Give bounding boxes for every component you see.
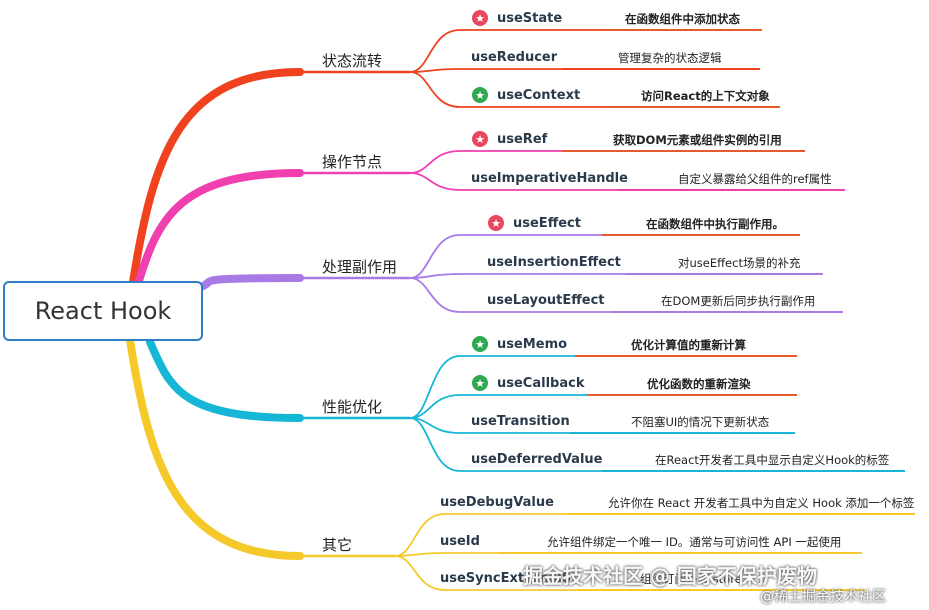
hook-3-2-connector [409,273,823,279]
branch-label-1[interactable]: 状态流转 [322,52,383,70]
hook-uselayouteffect[interactable]: useLayoutEffect [487,293,605,308]
branch-3-connector [196,274,410,291]
hook-desc: 组件订阅外部 store [640,572,742,586]
hook-4-1-connector [409,355,797,419]
hook-desc: 优化函数的重新渲染 [647,377,751,391]
hook-usestate[interactable]: useState [497,11,563,26]
hook-useref[interactable]: useRef [497,132,548,147]
hook-usedebugvalue[interactable]: useDebugValue [440,495,554,510]
hook-1-3-connector [409,71,780,108]
hook-usereducer[interactable]: useReducer [471,50,558,65]
hook-usedeferredvalue[interactable]: useDeferredValue [471,452,603,467]
watermark-main: 掘金技术社区 @ 国家不保护废物 [523,564,817,588]
hook-useimperativehandle[interactable]: useImperativeHandle [471,171,628,186]
branch-2-connector [134,169,410,288]
hook-useeffect[interactable]: useEffect [513,216,581,231]
green-star-badge-icon: ★ [472,375,488,391]
branch-label-2[interactable]: 操作节点 [322,153,383,171]
root-label: React Hook [34,297,172,325]
hook-1-1-connector [409,29,762,73]
red-star-badge-icon: ★ [472,131,488,147]
hook-desc: 允许组件绑定一个唯一 ID。通常与可访问性 API 一起使用 [547,535,842,549]
hook-usecallback[interactable]: useCallback [497,376,585,391]
branch-label-3[interactable]: 处理副作用 [322,258,398,276]
green-star-badge-icon: ★ [472,87,488,103]
branch-4-connector [146,338,410,422]
green-star-badge-icon: ★ [472,336,488,352]
hook-usesyncexternalst[interactable]: useSyncExternalSt [440,571,578,586]
hook-2-2-connector [409,172,845,191]
hook-usememo[interactable]: useMemo [497,337,568,352]
hook-3-1-connector [409,234,800,279]
branch-label-5[interactable]: 其它 [322,536,353,554]
hook-2-1-connector [409,150,805,174]
branch-label-4[interactable]: 性能优化 [322,398,383,416]
hook-5-2-connector [394,552,862,557]
red-star-badge-icon: ★ [472,10,488,26]
hook-desc: 在DOM更新后同步执行副作用 [661,294,816,308]
hook-desc: 访问React的上下文对象 [641,89,770,103]
hook-desc: 管理复杂的状态逻辑 [618,51,722,65]
hook-desc: 获取DOM元素或组件实例的引用 [613,133,782,147]
hook-usetransition[interactable]: useTransition [471,414,570,429]
red-star-badge-icon: ★ [488,215,504,231]
hook-desc: 不阻塞UI的情况下更新状态 [631,415,770,429]
hook-desc: 自定义暴露给父组件的ref属性 [678,172,832,186]
hook-3-3-connector [409,277,843,313]
hook-desc: 允许你在 React 开发者工具中为自定义 Hook 添加一个标签 [608,496,915,510]
hook-desc: 在函数组件中添加状态 [625,12,740,26]
hook-desc: 在React开发者工具中显示自定义Hook的标签 [655,453,890,467]
hook-usecontext[interactable]: useContext [497,88,581,103]
hook-4-2-connector [409,394,797,419]
hook-useid[interactable]: useId [440,534,480,549]
hook-desc: 对useEffect场景的补充 [678,256,801,270]
hook-desc: 在函数组件中执行副作用。 [646,217,784,231]
hook-5-1-connector [394,513,915,557]
hook-desc: 优化计算值的重新计算 [631,338,746,352]
branch-5-connector [126,336,395,560]
hook-1-2-connector [409,68,760,73]
watermark-sub: @稀土掘金技术社区 [760,589,886,605]
hook-4-4-connector [409,417,905,472]
branch-1-connector [129,68,410,286]
hook-5-3-connector [394,555,865,591]
hook-useinsertioneffect[interactable]: useInsertionEffect [487,255,621,270]
root-node[interactable]: React Hook [3,281,203,341]
